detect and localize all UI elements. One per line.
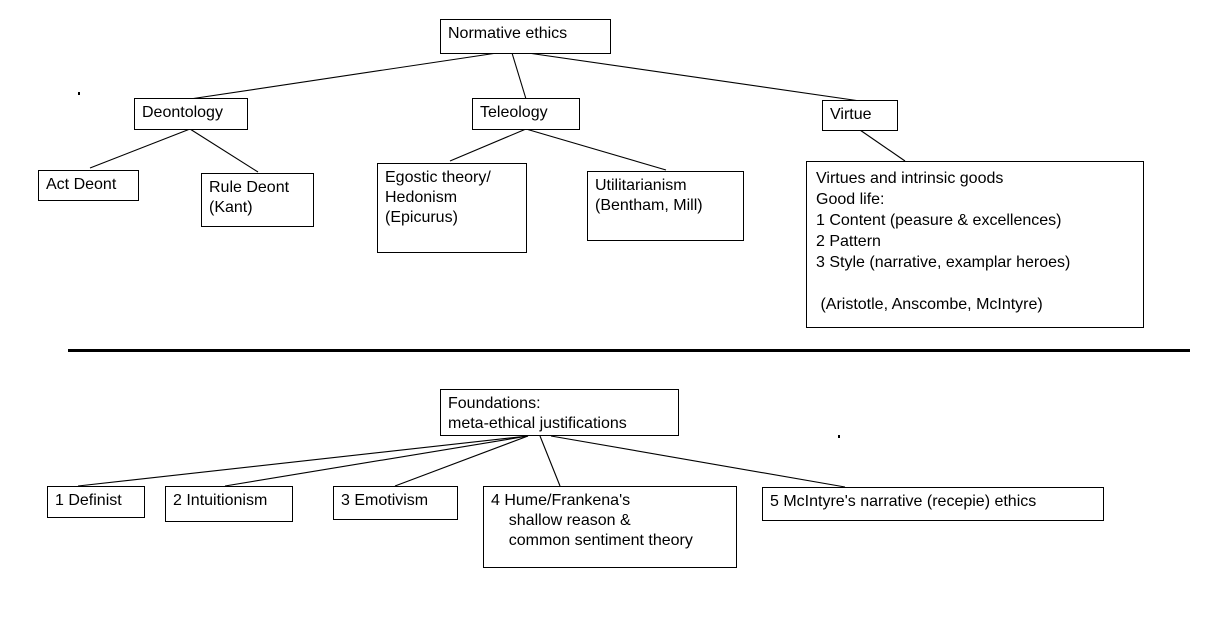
edge-foundations-intuitionism	[224, 435, 529, 487]
node-normative-ethics[interactable]: Normative ethics	[440, 19, 611, 54]
edge-foundations-mcintyre	[550, 435, 846, 488]
node-foundations[interactable]: Foundations: meta-ethical justifications	[440, 389, 679, 436]
edge-root-deontology	[189, 52, 498, 100]
edge-deontology-act	[89, 128, 191, 169]
edge-foundations-definist	[77, 435, 529, 487]
node-hume-frankena[interactable]: 4 Hume/Frankena's shallow reason & commo…	[483, 486, 737, 568]
node-act-deont[interactable]: Act Deont	[38, 170, 139, 201]
edge-deontology-rule	[189, 128, 259, 173]
node-mcintyre-narrative[interactable]: 5 McIntyre's narrative (recepie) ethics	[762, 487, 1104, 521]
node-virtues-intrinsic-goods[interactable]: Virtues and intrinsic goods Good life: 1…	[806, 161, 1144, 328]
edge-teleology-egostic	[449, 128, 527, 162]
node-emotivism[interactable]: 3 Emotivism	[333, 486, 458, 520]
node-rule-deont-kant[interactable]: Rule Deont (Kant)	[201, 173, 314, 227]
node-egostic-hedonism-epicurus[interactable]: Egostic theory/ Hedonism (Epicurus)	[377, 163, 527, 253]
node-utilitarianism-bentham-mill[interactable]: Utilitarianism (Bentham, Mill)	[587, 171, 744, 241]
edge-teleology-utilitarianism	[525, 128, 667, 171]
edge-foundations-emotivism	[394, 435, 529, 487]
edge-root-virtue	[527, 52, 861, 102]
node-intuitionism[interactable]: 2 Intuitionism	[165, 486, 293, 522]
edge-virtue-virtues	[859, 129, 906, 162]
scan-speck	[838, 435, 840, 438]
scan-speck	[78, 92, 80, 95]
section-divider	[68, 349, 1190, 352]
edge-foundations-hume	[539, 435, 561, 487]
node-definist[interactable]: 1 Definist	[47, 486, 145, 518]
node-teleology[interactable]: Teleology	[472, 98, 580, 130]
node-virtue[interactable]: Virtue	[822, 100, 898, 131]
edge-root-teleology	[511, 52, 527, 100]
node-deontology[interactable]: Deontology	[134, 98, 248, 130]
